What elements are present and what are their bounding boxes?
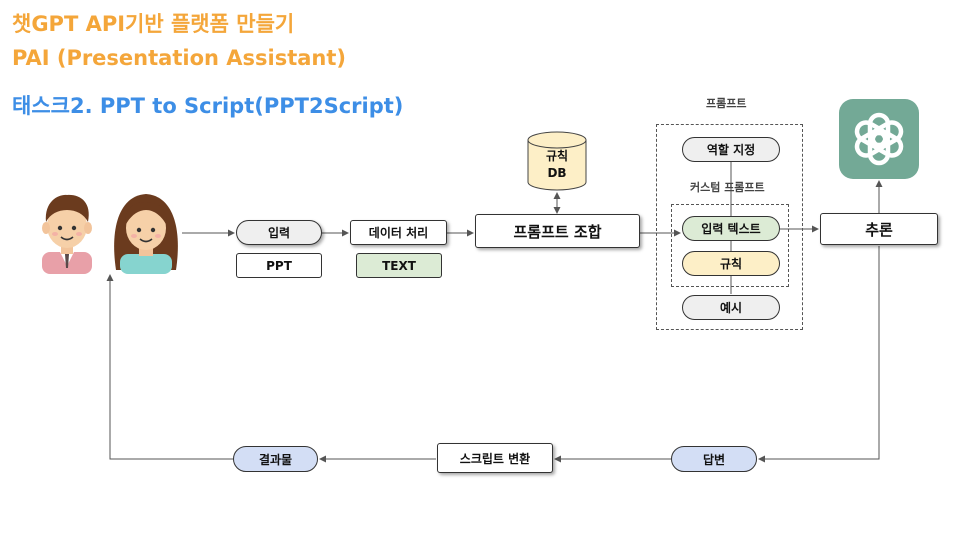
rule-db-label-1: 규칙 xyxy=(545,149,569,163)
title-line-2: PAI (Presentation Assistant) xyxy=(12,46,347,70)
prompt-combine-node: 프롬프트 조합 xyxy=(475,214,640,248)
rules-node: 규칙 xyxy=(682,251,780,276)
data-processing-node: 데이터 처리 xyxy=(350,220,447,245)
man-icon xyxy=(42,194,92,274)
role-assign-node: 역할 지정 xyxy=(682,137,780,162)
examples-node: 예시 xyxy=(682,295,780,320)
answer-node: 답변 xyxy=(671,446,757,472)
rule-db-label-2: DB xyxy=(547,166,567,180)
custom-prompt-frame xyxy=(671,204,789,287)
title-line-3: 태스크2. PPT to Script(PPT2Script) xyxy=(12,94,404,118)
result-node: 결과물 xyxy=(233,446,318,472)
text-node: TEXT xyxy=(356,253,442,278)
input-node: 입력 xyxy=(236,220,322,245)
arrow-inference-to-answer xyxy=(758,246,880,463)
prompt-group-frame xyxy=(656,124,803,330)
woman-icon xyxy=(114,194,178,274)
inference-node: 추론 xyxy=(820,213,938,245)
ppt-node: PPT xyxy=(236,253,322,278)
custom-prompt-label: 커스텀 프롬프트 xyxy=(690,181,765,194)
input-text-node: 입력 텍스트 xyxy=(682,216,780,241)
database-icon xyxy=(527,131,587,191)
title-line-1: 챗GPT API기반 플랫폼 만들기 xyxy=(12,12,295,36)
arrow-result-to-people xyxy=(106,274,233,460)
prompt-group-label: 프롬프트 xyxy=(706,97,747,110)
openai-logo-icon xyxy=(839,99,919,179)
script-convert-node: 스크립트 변환 xyxy=(437,443,553,473)
